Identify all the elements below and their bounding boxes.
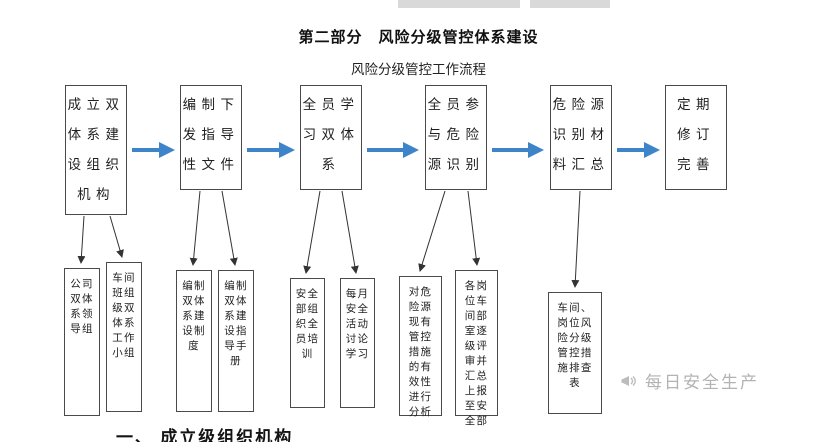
top-box-establish-org: 成立双 体系建 设组织 机构 <box>65 85 127 215</box>
top-box-staff-learning: 全员学 习双体 系 <box>300 85 362 190</box>
bottom-box-staff-training: 安全部组织全员培训 <box>290 278 325 408</box>
bottom-box-company-leading-group: 公司双体系领导组 <box>64 268 100 416</box>
watermark: 每日安全生产 <box>620 368 759 393</box>
top-box-material-summary: 危险源 识别材 料汇总 <box>550 85 612 190</box>
top-box-periodic-revision: 定期 修订 完善 <box>665 85 727 190</box>
top-gray-bar-right <box>530 0 610 8</box>
bottom-box-level-review-report: 各岗位车间部室逐级评审并汇总上报至安全部 <box>455 270 498 427</box>
bottom-box-monthly-activity: 每月安全活动讨论学习 <box>340 278 375 408</box>
top-gray-bar-left <box>398 0 520 8</box>
megaphone-icon <box>620 371 640 391</box>
top-box-issue-documents: 编制下 发指导 性文件 <box>180 85 242 190</box>
bottom-box-workshop-working-group: 车间班组级双体系工作小组 <box>106 262 142 412</box>
top-box-hazard-identification: 全员参 与危险 源识别 <box>425 85 487 190</box>
bottom-box-effectiveness-analysis: 对危险源现有管控措施的有效性进行分析 <box>399 276 442 418</box>
bottom-box-control-checklist: 车间、岗位风险分级管控措施排查表 <box>548 292 602 414</box>
watermark-text: 每日安全生产 <box>645 373 759 392</box>
page-title: 第二部分 风险分级管控体系建设 <box>298 30 539 46</box>
bottom-box-guidance-manual: 编制双体系建设指导手册 <box>218 270 254 412</box>
section-heading-cutoff: 一、 成立级组织机构 <box>116 428 294 442</box>
black-connector-arrows <box>77 190 581 288</box>
bottom-box-construction-system: 编制双体系建设制度 <box>176 270 212 412</box>
page-subtitle: 风险分级管控工作流程 <box>351 62 486 77</box>
